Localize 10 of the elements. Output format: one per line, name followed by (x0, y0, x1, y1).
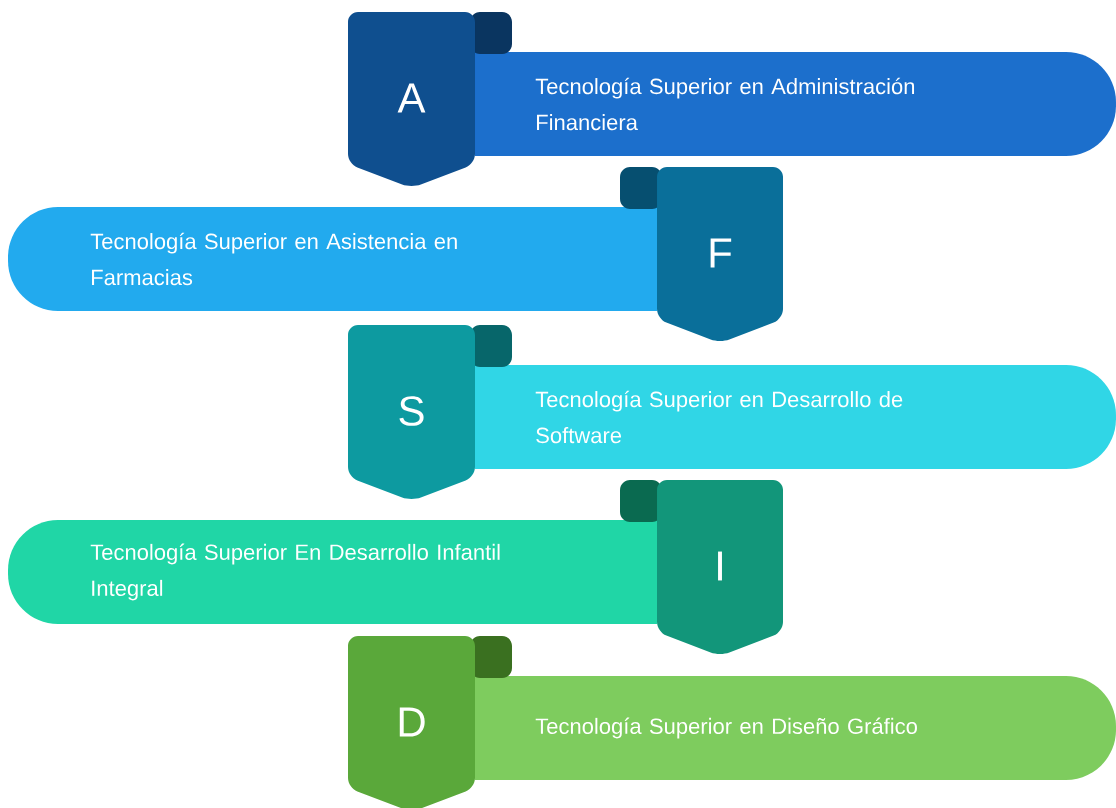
letter-tab: A (348, 12, 475, 186)
banner: Tecnología Superior en Desarrollo de Software (475, 365, 1116, 469)
letter-tab: I (657, 480, 783, 654)
letter-tab: S (348, 325, 475, 499)
banner: Tecnología Superior en Administración Financiera (475, 52, 1116, 156)
banner: Tecnología Superior en Diseño Gráfico (475, 676, 1116, 780)
letter-tab: F (657, 167, 783, 341)
letter-tab: D (348, 636, 475, 808)
banner: Tecnología Superior En Desarrollo Infantil Integral (8, 520, 657, 624)
banner: Tecnología Superior en Asistencia en Farmacias (8, 207, 657, 311)
